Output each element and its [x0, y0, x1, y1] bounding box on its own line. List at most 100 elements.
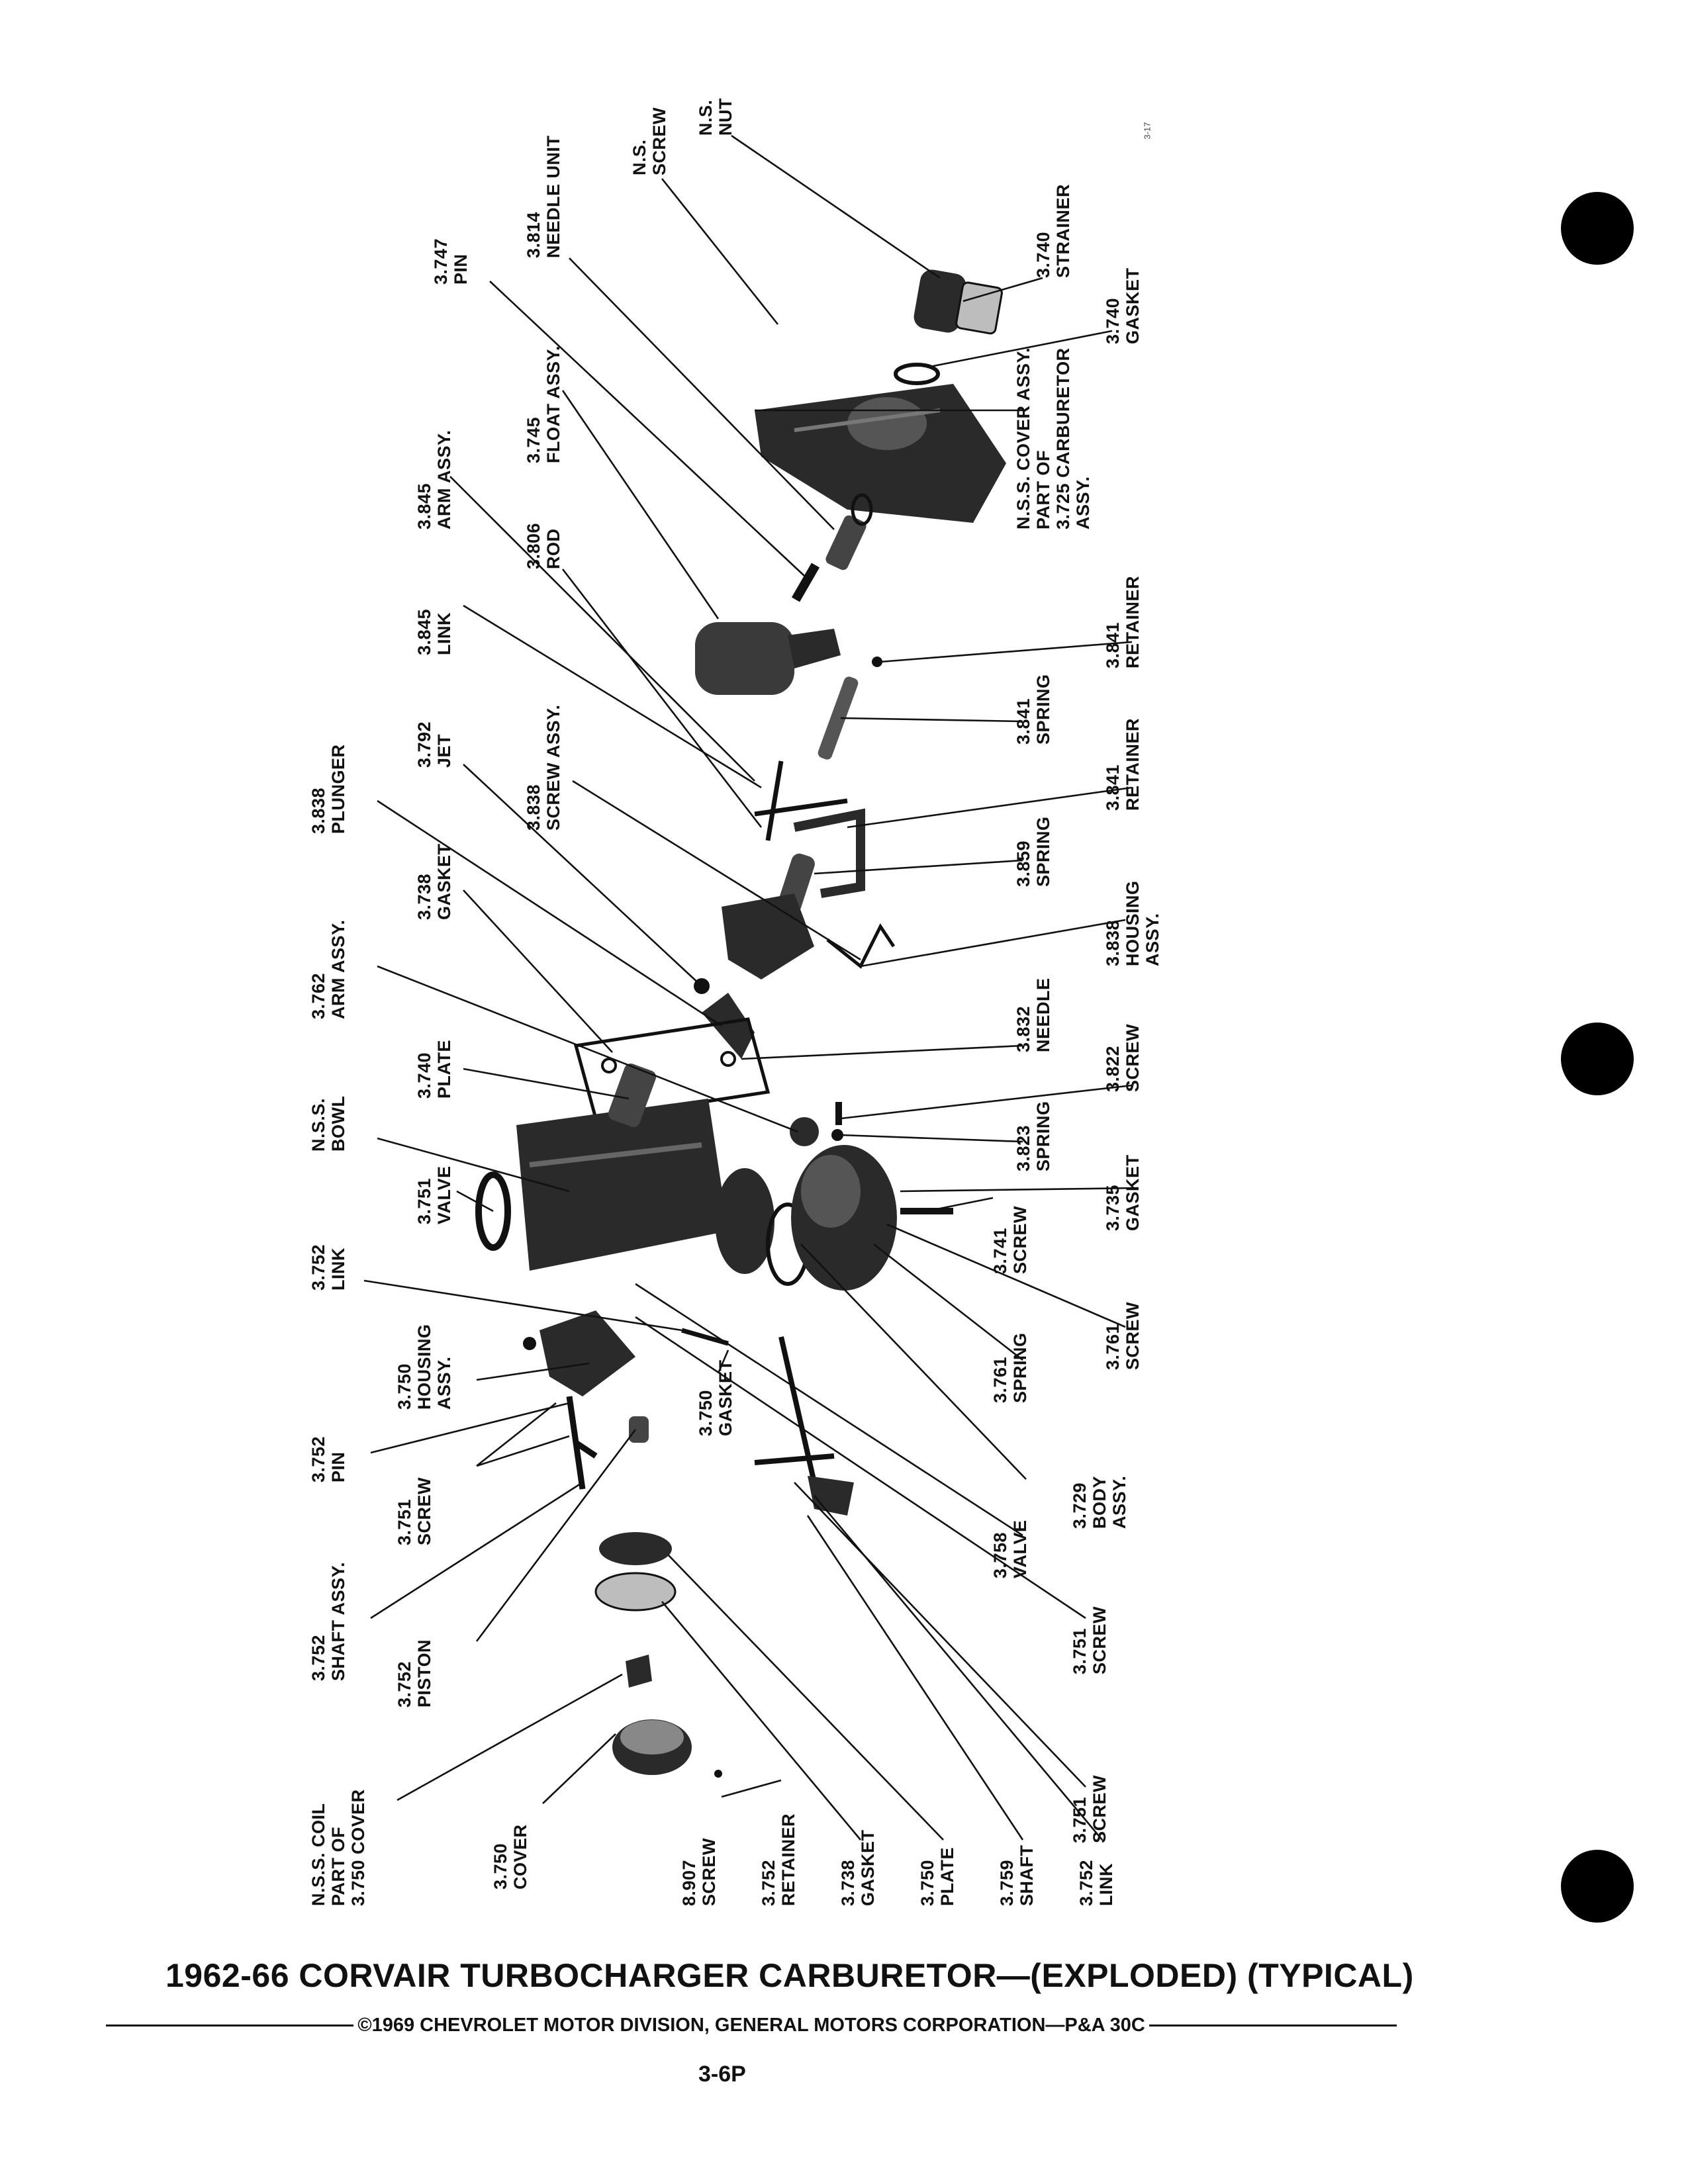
link-part — [754, 760, 848, 841]
svg-text:NUT: NUT — [716, 98, 735, 136]
bowl-part — [516, 1063, 728, 1271]
screw-wire-part — [826, 923, 896, 969]
svg-text:SCREW: SCREW — [1090, 1775, 1109, 1843]
svg-text:PLATE: PLATE — [434, 1040, 454, 1099]
svg-text:3.838: 3.838 — [524, 784, 543, 831]
svg-text:COVER: COVER — [510, 1824, 530, 1889]
svg-text:N.S.: N.S. — [630, 139, 649, 175]
screw-8907-part — [714, 1770, 722, 1778]
svg-text:3.740: 3.740 — [414, 1052, 434, 1099]
svg-text:3.761: 3.761 — [1103, 1324, 1123, 1370]
svg-text:3.758: 3.758 — [990, 1532, 1010, 1578]
svg-text:N.S.: N.S. — [696, 99, 716, 136]
svg-text:3.740: 3.740 — [1033, 232, 1053, 278]
svg-text:3.752: 3.752 — [308, 1635, 328, 1681]
arm-assy-3762-part — [790, 1117, 819, 1146]
svg-text:LINK: LINK — [328, 1248, 348, 1291]
svg-text:PLATE: PLATE — [937, 1847, 957, 1906]
svg-text:HOUSING: HOUSING — [1123, 880, 1143, 966]
svg-text:3.792: 3.792 — [414, 721, 434, 768]
screw-3822-part — [835, 1102, 842, 1125]
svg-text:3.750: 3.750 — [395, 1363, 414, 1410]
svg-text:SCREW: SCREW — [414, 1477, 434, 1545]
leader-lines — [363, 134, 1139, 1841]
svg-text:3.750: 3.750 — [696, 1390, 716, 1436]
svg-text:SPRING: SPRING — [1010, 1332, 1030, 1403]
float-assy-part — [695, 622, 841, 695]
svg-text:N.S.S.: N.S.S. — [308, 1098, 328, 1152]
svg-text:3.725 CARBURETOR: 3.725 CARBURETOR — [1053, 347, 1073, 529]
svg-text:3.841: 3.841 — [1103, 622, 1123, 668]
gasket-plate-part — [573, 1017, 771, 1120]
svg-text:3.735: 3.735 — [1103, 1185, 1123, 1231]
svg-text:GASKET: GASKET — [434, 843, 454, 920]
svg-text:PISTON: PISTON — [414, 1639, 434, 1707]
link-3752-part — [681, 1328, 729, 1346]
svg-text:3.838: 3.838 — [308, 788, 328, 834]
callout-nss-bowl: N.S.S.BOWL — [308, 1096, 348, 1152]
svg-text:3.752: 3.752 — [759, 1860, 778, 1906]
svg-text:3.747: 3.747 — [431, 238, 451, 285]
svg-text:3.752: 3.752 — [395, 1661, 414, 1707]
svg-text:3.745: 3.745 — [524, 417, 543, 463]
svg-text:SCREW: SCREW — [699, 1838, 719, 1906]
svg-text:RETAINER: RETAINER — [1123, 576, 1143, 668]
svg-text:3.751: 3.751 — [1070, 1797, 1090, 1843]
svg-text:SCREW: SCREW — [1010, 1206, 1030, 1274]
callout-ns-screw: N.S.SCREW — [630, 107, 669, 175]
svg-text:3.738: 3.738 — [414, 874, 434, 920]
rule-right — [1149, 2024, 1397, 2026]
svg-text:VALVE: VALVE — [1010, 1520, 1030, 1578]
copyright-line: ©1969 CHEVROLET MOTOR DIVISION, GENERAL … — [106, 2012, 1397, 2038]
svg-text:JET: JET — [434, 734, 454, 768]
svg-text:3.806: 3.806 — [524, 523, 543, 569]
svg-text:SPRING: SPRING — [1033, 816, 1053, 887]
svg-text:3.729: 3.729 — [1070, 1482, 1090, 1529]
svg-text:RETAINER: RETAINER — [778, 1813, 798, 1906]
punch-hole-top — [1561, 192, 1634, 265]
svg-text:3.752: 3.752 — [308, 1244, 328, 1291]
shaft-3759-part — [754, 1336, 835, 1483]
svg-text:N.S.S. COIL: N.S.S. COIL — [308, 1803, 328, 1906]
svg-text:SCREW: SCREW — [649, 107, 669, 175]
page-title: 1962-66 CORVAIR TURBOCHARGER CARBURETOR—… — [165, 1957, 1414, 1994]
punch-hole-bottom — [1561, 1850, 1634, 1923]
coil-part — [626, 1655, 652, 1688]
plate-3750-part — [599, 1532, 672, 1565]
piston-part — [629, 1416, 649, 1443]
svg-text:ASSY.: ASSY. — [434, 1356, 454, 1410]
svg-text:GASKET: GASKET — [1123, 1154, 1143, 1231]
arm-assy-part — [793, 808, 865, 898]
svg-text:3.751: 3.751 — [395, 1499, 414, 1545]
svg-text:3.838: 3.838 — [1103, 920, 1123, 966]
svg-text:ARM ASSY.: ARM ASSY. — [434, 430, 454, 529]
svg-text:FLOAT ASSY.: FLOAT ASSY. — [543, 345, 563, 463]
svg-text:3.841: 3.841 — [1103, 764, 1123, 811]
